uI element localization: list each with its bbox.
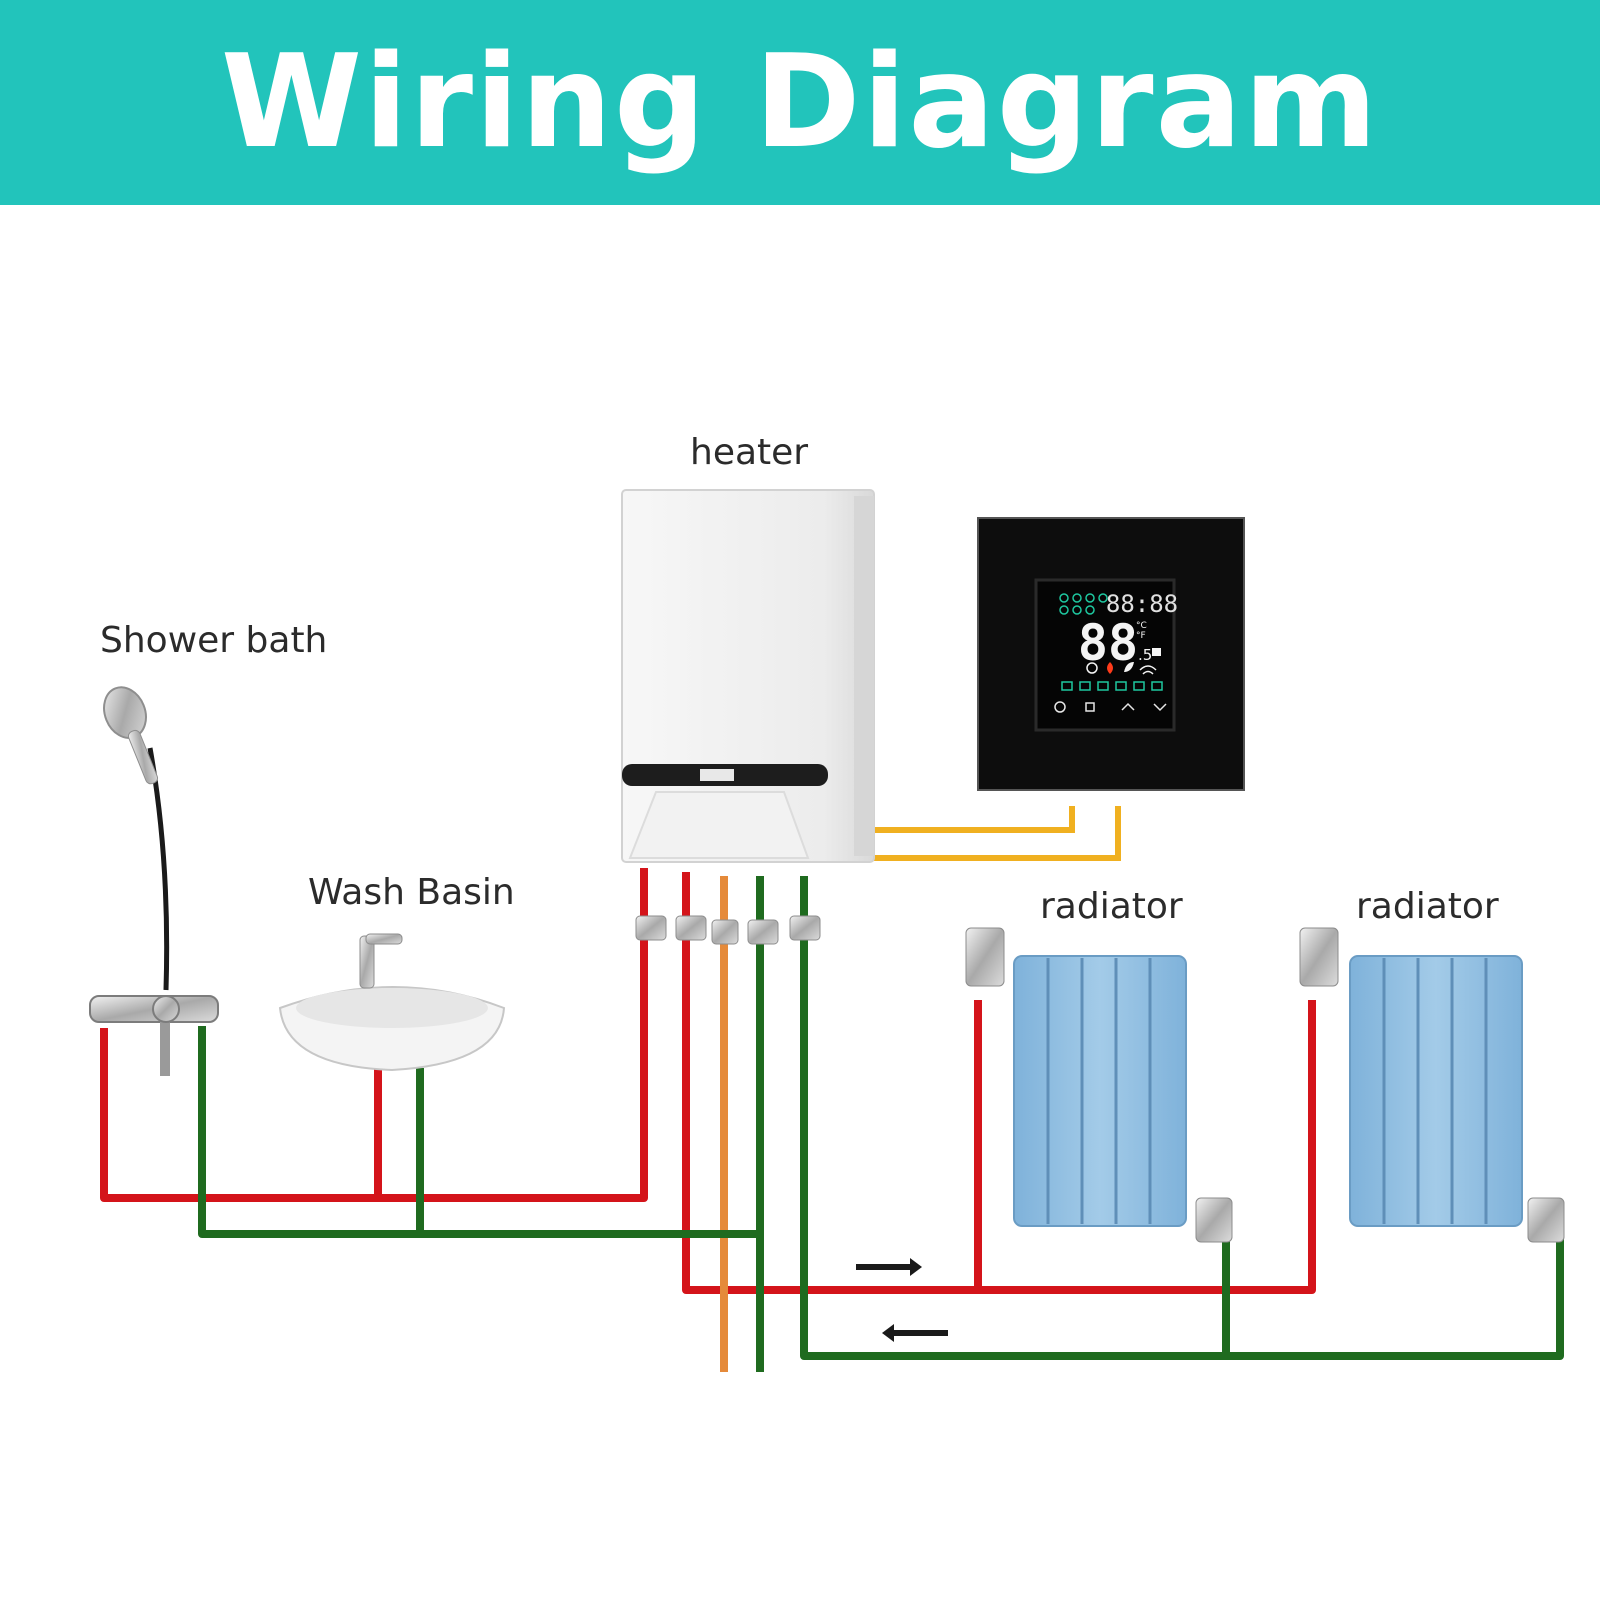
thermostat-program-icons bbox=[1061, 681, 1163, 691]
menu-button-icon[interactable] bbox=[1085, 702, 1095, 712]
heater-valves bbox=[635, 915, 821, 945]
thermostat-clock: 88:88 bbox=[1106, 590, 1178, 618]
radiator-1-label: radiator bbox=[1040, 886, 1183, 927]
radiator-2-outlet-valve bbox=[1527, 1197, 1565, 1243]
down-button-icon[interactable] bbox=[1153, 703, 1167, 712]
heater-label: heater bbox=[690, 432, 809, 473]
leaf-icon bbox=[1124, 662, 1134, 672]
lock-icon bbox=[1152, 648, 1161, 656]
thermostat-status-icons bbox=[1086, 662, 1157, 675]
radiator-2 bbox=[1299, 927, 1565, 1243]
thermostat-mode-icons bbox=[1059, 593, 1108, 615]
radiator-1 bbox=[965, 927, 1233, 1243]
return-pipes bbox=[198, 876, 1564, 1372]
thermostat-wires bbox=[846, 806, 1121, 861]
heating-flow-pipe bbox=[682, 872, 1316, 1294]
wifi-icon bbox=[1139, 665, 1157, 675]
wash-basin bbox=[278, 933, 506, 1072]
power-button-icon[interactable] bbox=[1054, 701, 1066, 713]
thermostat: 88:88 88 .5 °C °F bbox=[977, 517, 1245, 791]
radiator-1-outlet-valve bbox=[1195, 1197, 1233, 1243]
title-banner: Wiring Diagram bbox=[0, 0, 1600, 205]
heating-return-pipe bbox=[800, 876, 1564, 1360]
cold-pipe-shower-basin bbox=[198, 1026, 760, 1238]
thermostat-unit-c: °C bbox=[1136, 621, 1147, 631]
flow-arrow-left bbox=[882, 1324, 948, 1342]
flame-icon bbox=[1107, 662, 1113, 674]
heater-front-panel bbox=[628, 791, 810, 859]
thermostat-unit-f: °F bbox=[1136, 631, 1146, 641]
up-button-icon[interactable] bbox=[1121, 702, 1135, 711]
flow-arrow-right bbox=[856, 1258, 922, 1276]
shower-hose bbox=[147, 747, 170, 991]
clock-icon bbox=[1086, 662, 1098, 674]
wash-basin-label: Wash Basin bbox=[308, 872, 515, 913]
shower-head bbox=[103, 686, 159, 785]
radiator-2-inlet-valve bbox=[1299, 927, 1339, 987]
radiator-2-label: radiator bbox=[1356, 886, 1499, 927]
radiator-1-inlet-valve bbox=[965, 927, 1005, 987]
thermostat-decimal: .5 bbox=[1138, 646, 1152, 664]
page-title: Wiring Diagram bbox=[220, 28, 1380, 177]
thermostat-touch-buttons bbox=[1054, 701, 1167, 713]
shower-bath bbox=[89, 686, 219, 1076]
thermostat-temperature: 88 bbox=[1078, 614, 1138, 672]
shower-bath-label: Shower bath bbox=[100, 620, 328, 661]
heater bbox=[621, 489, 875, 945]
wire-2 bbox=[846, 806, 1121, 861]
flow-arrows bbox=[856, 1258, 948, 1342]
wire-1 bbox=[866, 806, 1075, 833]
hot-water-pipes bbox=[100, 868, 1316, 1294]
